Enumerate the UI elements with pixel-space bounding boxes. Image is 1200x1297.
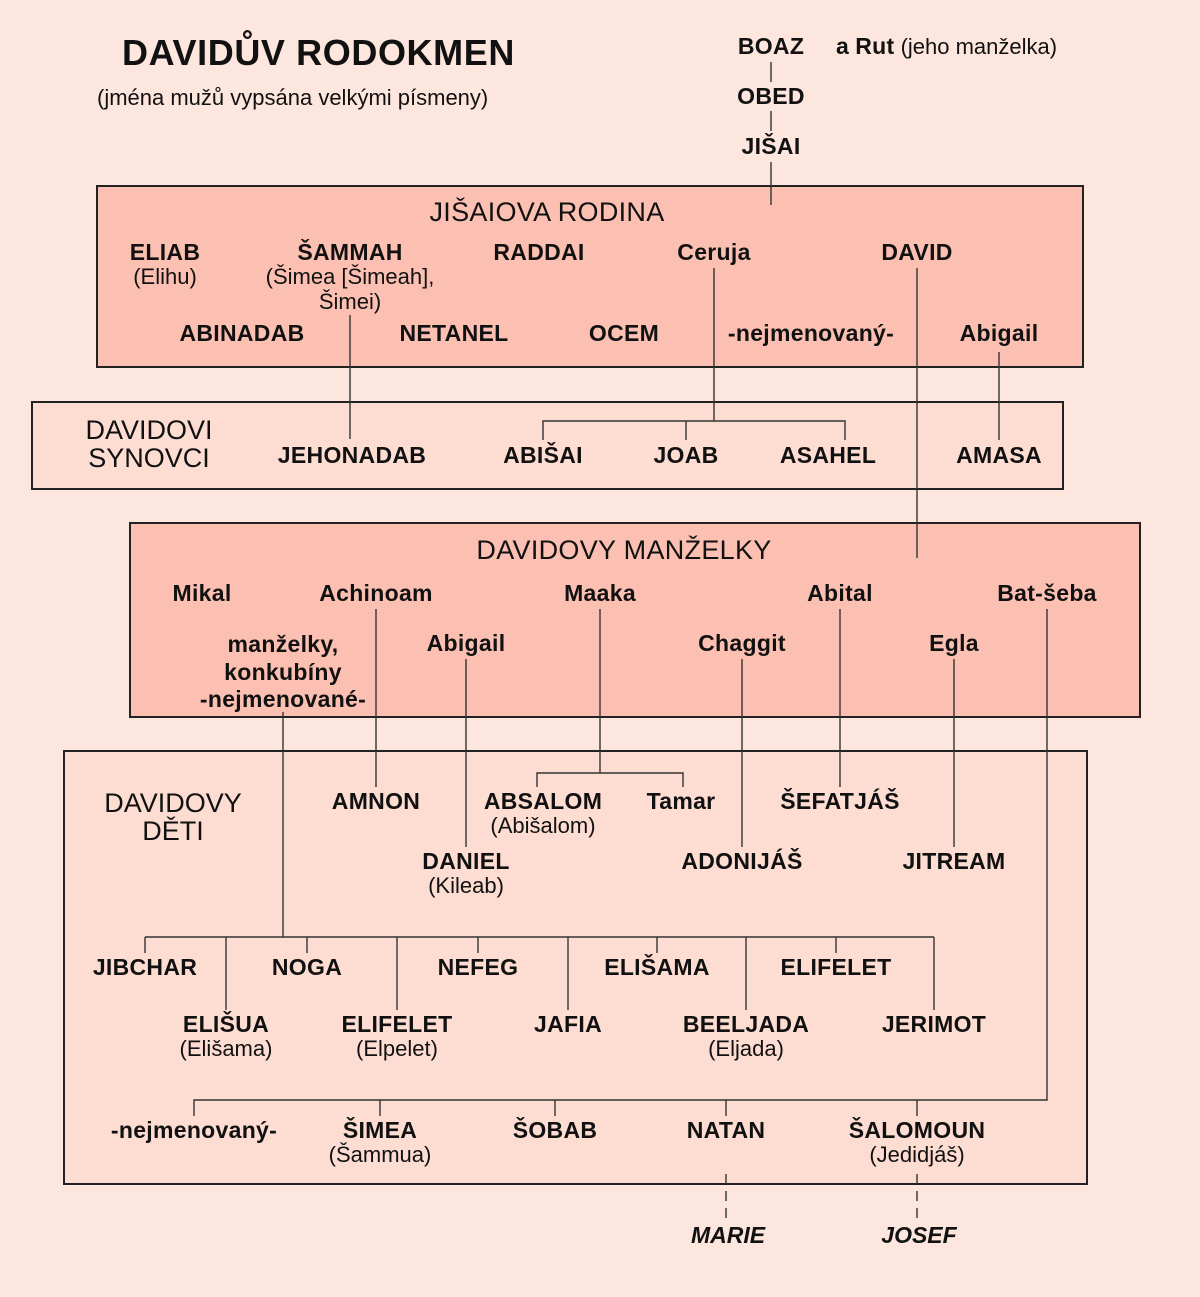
child-simea: ŠIMEA <box>342 1117 418 1143</box>
nephews-heading-line2: SYNOVCI <box>88 443 210 474</box>
person-joab: JOAB <box>653 442 719 468</box>
person-eliab-alt: (Elihu) <box>133 264 197 289</box>
person-raddai: RADDAI <box>493 239 585 265</box>
wife-egla: Egla <box>929 630 979 656</box>
wife-others-line3: -nejmenované- <box>199 686 367 713</box>
wife-batseba: Bat-šeba <box>997 580 1097 606</box>
child-tamar: Tamar <box>646 788 716 814</box>
person-sammah: ŠAMMAH <box>297 239 403 265</box>
children-heading-line2: DĚTI <box>142 816 204 847</box>
person-amasa: AMASA <box>956 442 1042 468</box>
child-elifelet-2-alt: (Elpelet) <box>356 1036 438 1061</box>
wife-maaka: Maaka <box>564 580 636 606</box>
child-elisua-alt: (Elišama) <box>179 1036 273 1061</box>
child-elisua: ELIŠUA <box>182 1011 270 1037</box>
person-sammah-alt1: (Šimea [Šimeah], <box>265 264 435 289</box>
child-amnon: AMNON <box>331 788 421 814</box>
descendant-josef: JOSEF <box>881 1222 957 1248</box>
person-david: DAVID <box>881 239 953 265</box>
child-elisama: ELIŠAMA <box>604 954 710 980</box>
person-jisai: JIŠAI <box>741 133 801 159</box>
nephews-heading: DAVIDOVI SYNOVCI <box>85 416 212 473</box>
child-jerimot: JERIMOT <box>881 1011 987 1037</box>
wife-chaggit: Chaggit <box>698 630 786 656</box>
child-nefeg: NEFEG <box>437 954 519 980</box>
person-abigail-sister: Abigail <box>959 320 1039 346</box>
child-jafia: JAFIA <box>534 1011 602 1037</box>
child-daniel: DANIEL <box>422 848 510 874</box>
child-simea-alt: (Šammua) <box>328 1142 432 1167</box>
child-daniel-alt: (Kileab) <box>428 873 504 898</box>
child-beeljada-alt: (Eljada) <box>708 1036 784 1061</box>
child-salomoun-alt: (Jedidjáš) <box>869 1142 965 1167</box>
person-unnamed-sister: -nejmenovaný- <box>727 320 895 346</box>
rut-name: Rut <box>855 33 895 59</box>
child-jitream: JITREAM <box>902 848 1006 874</box>
child-absalom-alt: (Abišalom) <box>490 813 596 838</box>
person-asahel: ASAHEL <box>779 442 877 468</box>
child-absalom: ABSALOM <box>483 788 603 814</box>
family-box <box>96 185 1084 368</box>
child-beeljada: BEELJADA <box>682 1011 810 1037</box>
rut-conjunction: a <box>836 33 850 59</box>
person-abinadab: ABINADAB <box>179 320 305 346</box>
wives-heading: DAVIDOVY MANŽELKY <box>476 535 772 565</box>
wife-others: manželky, konkubíny -nejmenované- <box>200 631 366 714</box>
person-sammah-alt2: Šimei) <box>318 289 382 314</box>
wife-others-line1: manželky, <box>227 631 339 657</box>
child-sefatjas: ŠEFATJÁŠ <box>780 788 900 814</box>
wife-achinoam: Achinoam <box>319 580 433 606</box>
person-eliab: ELIAB <box>129 239 201 265</box>
page-title: DAVIDŮV RODOKMEN <box>122 32 515 73</box>
family-heading: JIŠAIOVA RODINA <box>429 197 665 227</box>
wife-abital: Abital <box>807 580 873 606</box>
child-unnamed: -nejmenovaný- <box>110 1117 278 1143</box>
nephews-box <box>31 401 1064 490</box>
page-subtitle: (jména mužů vypsána velkými písmeny) <box>97 85 489 110</box>
children-heading-line1: DAVIDOVY <box>104 788 242 818</box>
person-netanel: NETANEL <box>399 320 509 346</box>
child-sobab: ŠOBAB <box>512 1117 598 1143</box>
person-ceruja: Ceruja <box>677 239 751 265</box>
wife-mikal: Mikal <box>172 580 232 606</box>
person-boaz: BOAZ <box>737 33 805 59</box>
person-jehonadab: JEHONADAB <box>277 442 427 468</box>
child-elifelet-2: ELIFELET <box>341 1011 453 1037</box>
wife-others-line2: konkubíny <box>224 658 342 685</box>
child-adonijas: ADONIJÁŠ <box>681 848 803 874</box>
person-rut: a Rut (jeho manželka) <box>836 33 1058 60</box>
child-natan: NATAN <box>686 1117 766 1143</box>
descendant-marie: MARIE <box>690 1222 766 1248</box>
children-heading: DAVIDOVY DĚTI <box>104 789 242 846</box>
person-obed: OBED <box>737 83 805 109</box>
child-elifelet-1: ELIFELET <box>780 954 892 980</box>
nephews-heading-line1: DAVIDOVI <box>85 415 213 445</box>
rut-note: (jeho manželka) <box>900 34 1058 59</box>
child-salomoun: ŠALOMOUN <box>848 1117 986 1143</box>
child-jibchar: JIBCHAR <box>92 954 198 980</box>
person-ocem: OCEM <box>588 320 660 346</box>
child-noga: NOGA <box>271 954 343 980</box>
wife-abigail: Abigail <box>426 630 506 656</box>
person-abisai: ABIŠAI <box>503 442 583 468</box>
